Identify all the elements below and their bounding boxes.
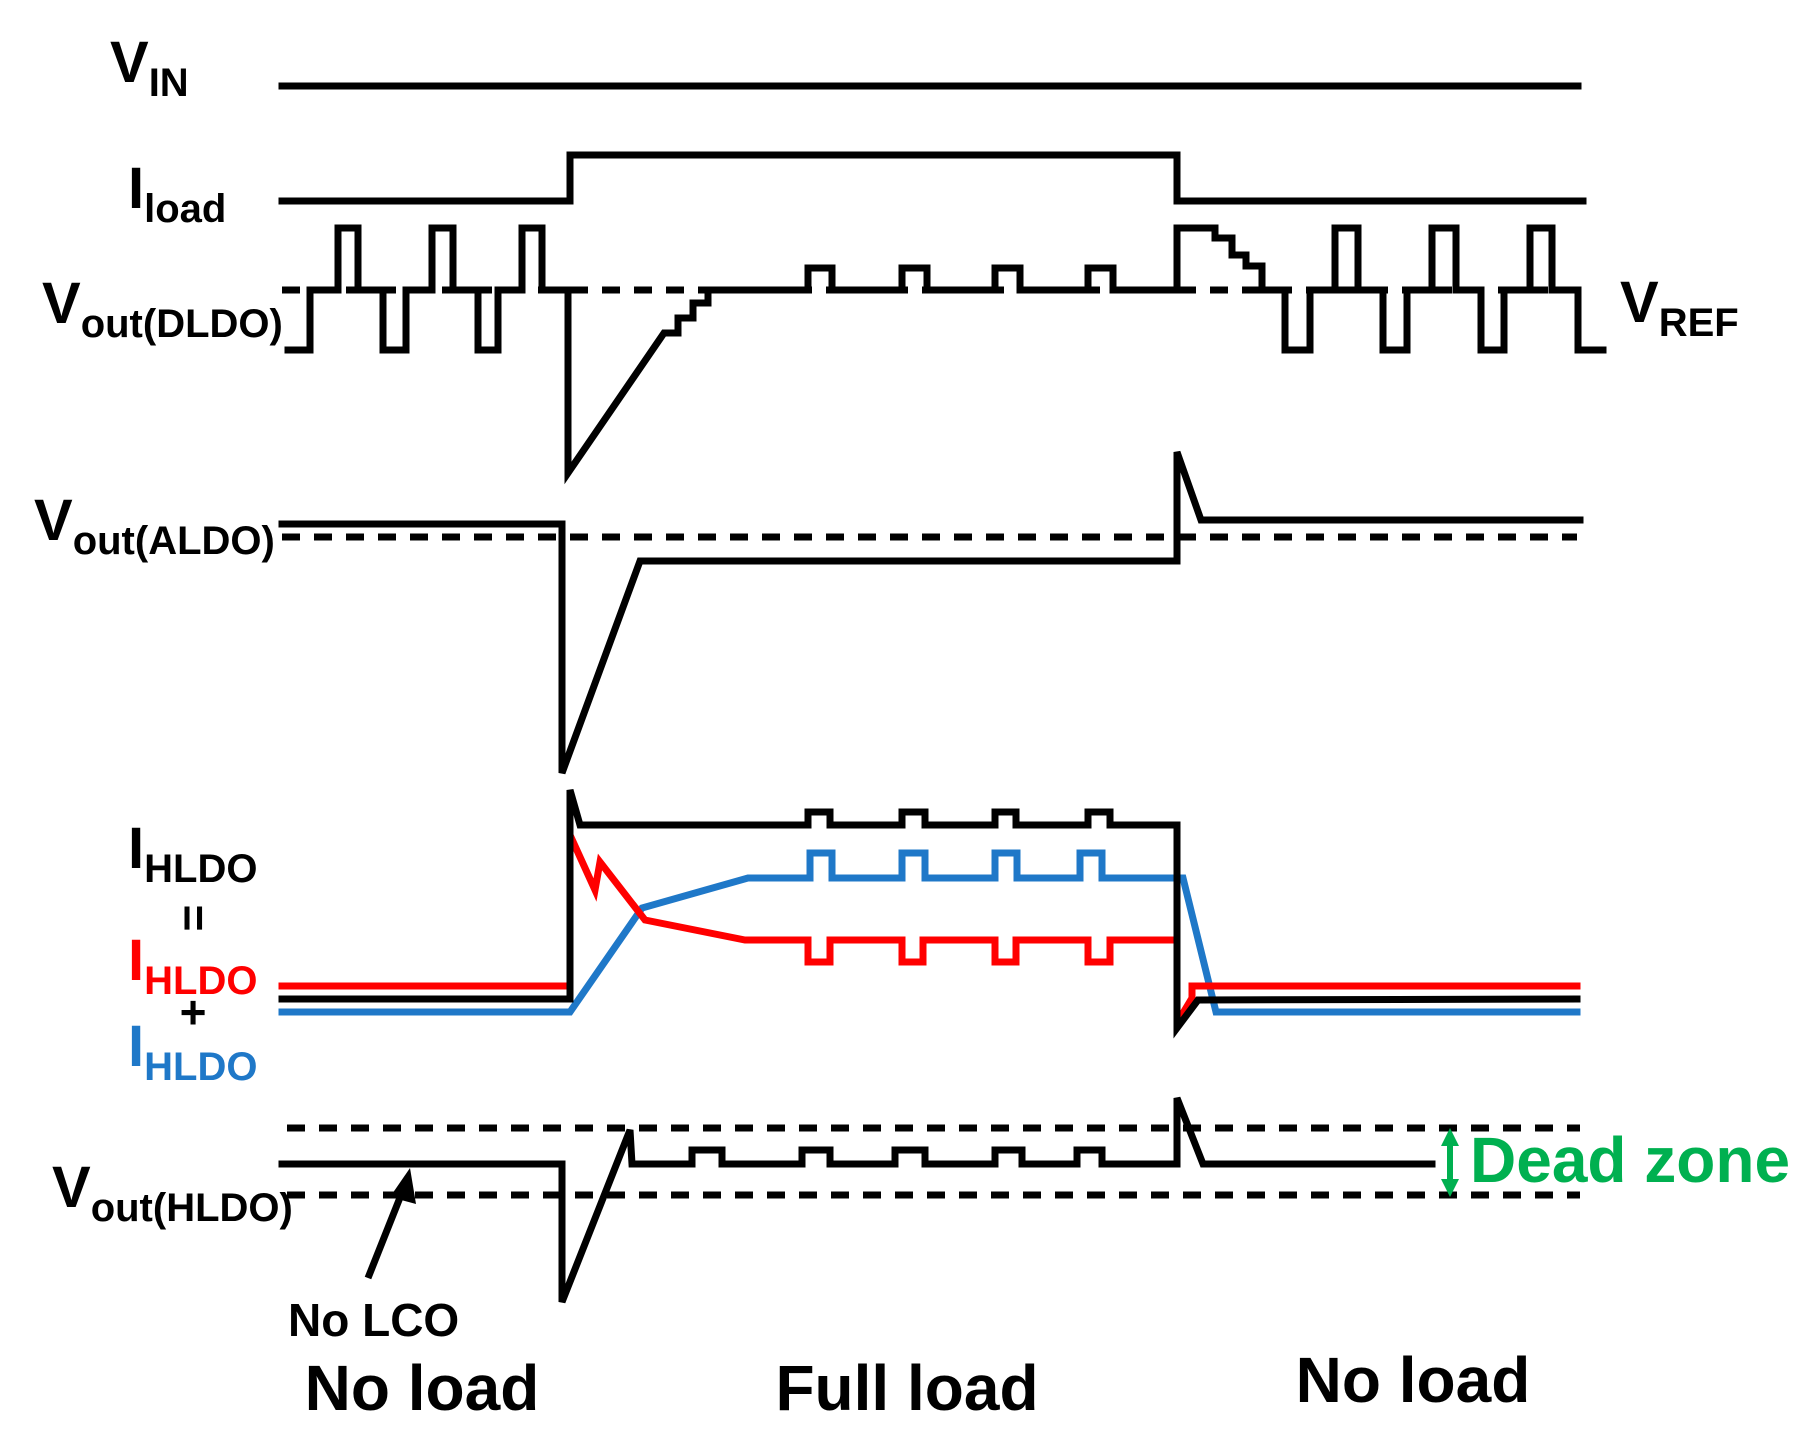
ihldo-total-waveform [278, 789, 1581, 1039]
ihldo-analog-label: IHLDO [128, 1014, 257, 1089]
vout-aldo-waveform [278, 450, 1584, 775]
dead-zone-label: Dead zone [1470, 1124, 1790, 1196]
vout-aldo-label: Vout(ALDO) [34, 488, 275, 563]
vout-hldo-waveform [278, 1096, 1436, 1304]
vin-label: VIN [110, 30, 189, 105]
plus-sign: + [180, 986, 207, 1038]
ihldo-total-label: IHLDO [128, 816, 257, 891]
equals-sign: = [168, 905, 220, 932]
phase-label-no-load-left: No load [305, 1352, 540, 1424]
phase-label-full-load: Full load [775, 1352, 1038, 1424]
vout-dldo-label: Vout(DLDO) [42, 271, 283, 346]
vout-dldo-waveform [284, 224, 1607, 485]
vref-label: VREF [1620, 270, 1739, 345]
ihldo-digital-label: IHLDO [128, 928, 257, 1003]
phase-label-no-load-right: No load [1296, 1344, 1531, 1416]
dead-zone-arrow [1441, 1128, 1459, 1197]
no-lco-label: No LCO [288, 1294, 459, 1346]
no-lco-arrow [364, 1168, 416, 1280]
ihldo-analog-waveform [278, 849, 1581, 1016]
iload-waveform [278, 151, 1587, 205]
ihldo-digital-waveform [278, 833, 1581, 1036]
vout-hldo-label: Vout(HLDO) [52, 1155, 293, 1230]
iload-label: Iload [128, 156, 226, 231]
